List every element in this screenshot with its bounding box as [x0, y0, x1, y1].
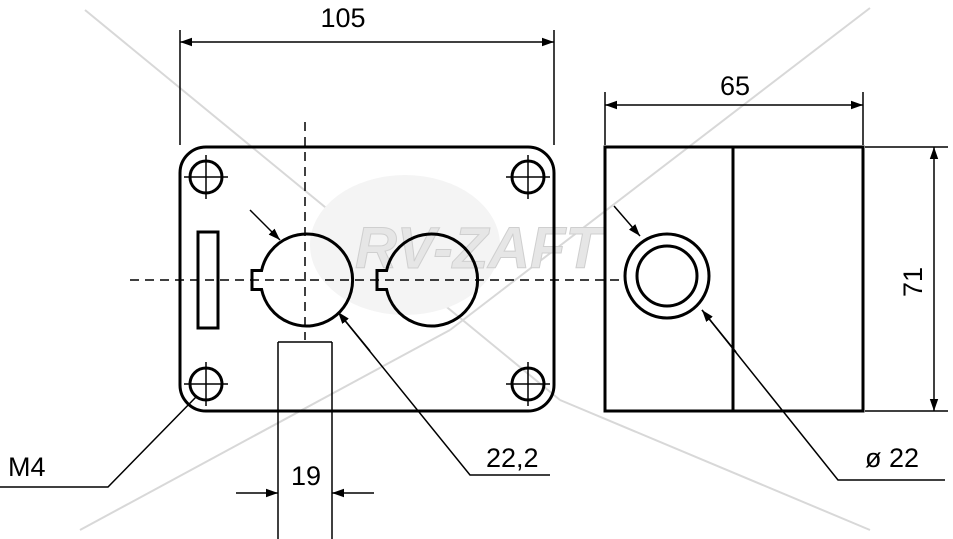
watermark-line	[449, 7, 871, 331]
button-bezel	[623, 232, 711, 320]
front-view: 105 19 22,2 M4	[0, 3, 620, 539]
hole-pointer-arrow	[249, 209, 281, 241]
button-pointer-arrow	[613, 205, 641, 237]
spacing-dimension-label: 19	[291, 461, 321, 491]
hole-diameter-leader	[337, 311, 550, 476]
button-diameter-arrow	[701, 309, 737, 353]
button-diameter-label: ø 22	[865, 443, 919, 473]
button-hole	[375, 232, 480, 328]
mounting-hole	[506, 362, 550, 406]
thread-label: M4	[8, 452, 46, 482]
button-diameter-leader	[701, 309, 945, 481]
front-housing-outline	[178, 145, 556, 413]
watermark-line	[79, 329, 451, 531]
mounting-hole	[184, 155, 228, 199]
button-hole	[250, 232, 355, 328]
side-view: 65 71 ø 22	[603, 71, 948, 481]
watermark-line	[84, 9, 561, 401]
hole-diameter-arrow	[337, 311, 371, 352]
mounting-hole	[184, 362, 228, 406]
width-dimension-label: 105	[320, 3, 365, 33]
height-dimension-label: 71	[898, 267, 928, 297]
watermark-text: RV-ZAFT	[355, 216, 605, 281]
thread-leader	[0, 396, 197, 488]
mounting-hole	[506, 155, 550, 199]
hole-diameter-label: 22,2	[486, 443, 539, 473]
watermark-line	[559, 399, 871, 531]
button-cap	[635, 244, 699, 308]
depth-dimension-label: 65	[720, 71, 750, 101]
